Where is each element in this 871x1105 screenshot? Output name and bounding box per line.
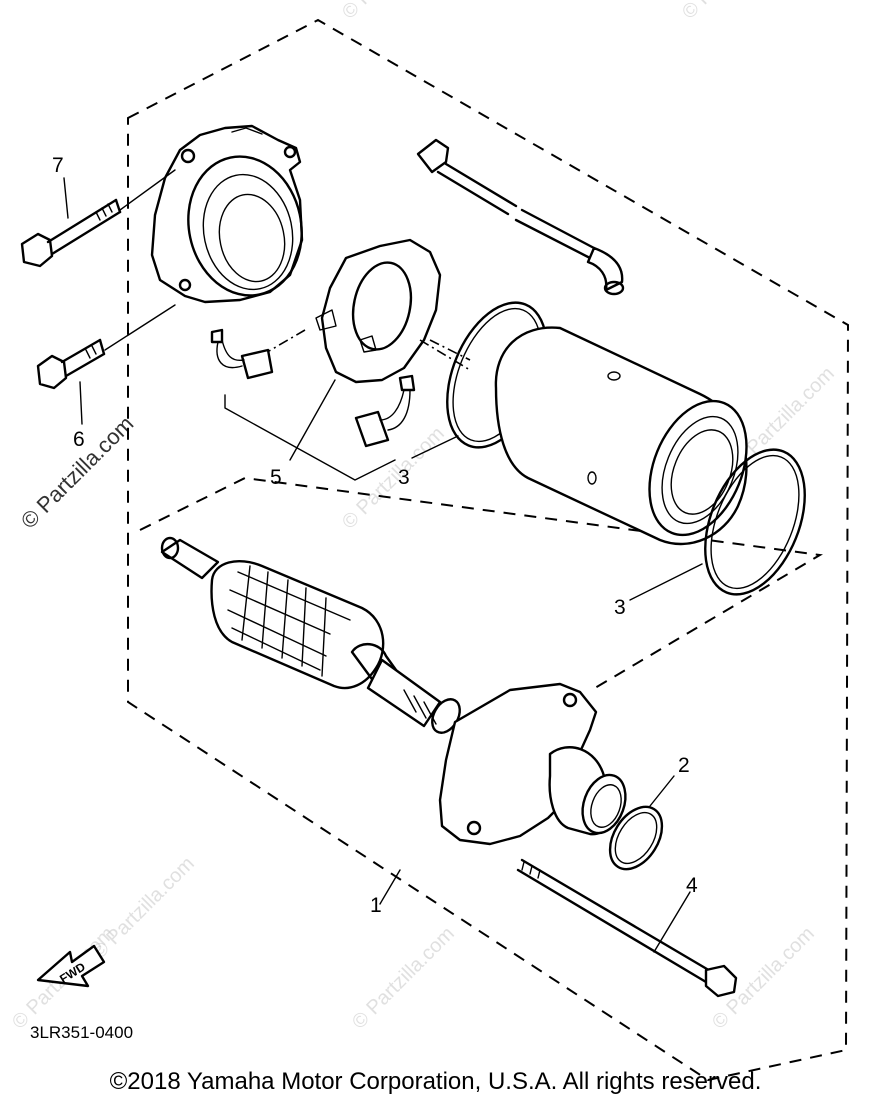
watermark-text: © Partzilla.com bbox=[338, 423, 449, 534]
bolt-long bbox=[20, 198, 122, 268]
brush-lead bbox=[210, 328, 274, 380]
callout-6: 6 bbox=[73, 428, 85, 451]
armature-bracket bbox=[139, 476, 823, 689]
leader-5 bbox=[289, 379, 336, 461]
diagram-code: 3LR351-0400 bbox=[30, 1023, 133, 1042]
leader-7 bbox=[63, 177, 69, 219]
brush-bracket bbox=[224, 394, 396, 481]
watermark-text: © Partzilla.com bbox=[348, 923, 459, 1034]
brush-plate-axis bbox=[244, 329, 306, 366]
o-ring-rear-cover bbox=[608, 805, 664, 871]
rear-cover bbox=[438, 682, 627, 846]
callout-1: 1 bbox=[370, 894, 382, 917]
front-cover bbox=[150, 124, 304, 304]
brush-plate bbox=[315, 238, 442, 384]
oring-axis bbox=[429, 339, 471, 361]
fwd-arrow-icon: FWD bbox=[36, 944, 106, 988]
callout-7: 7 bbox=[52, 154, 64, 177]
brush-holder bbox=[354, 374, 416, 448]
watermark-text: © Partzilla.com bbox=[678, 0, 789, 24]
o-ring-yoke-rear bbox=[704, 448, 806, 596]
through-bolt bbox=[516, 858, 738, 998]
callout-2: 2 bbox=[678, 754, 690, 777]
watermark-text: © Partzilla.com bbox=[338, 0, 449, 24]
leader-1 bbox=[379, 869, 401, 905]
assembly-boundary bbox=[127, 18, 850, 1082]
leader-3b bbox=[629, 563, 703, 601]
brush-plate-axis-2 bbox=[419, 339, 471, 371]
callout-5: 5 bbox=[270, 466, 282, 489]
lead-wire bbox=[416, 138, 625, 296]
copyright-notice: ©2018 Yamaha Motor Corporation, U.S.A. A… bbox=[109, 1068, 762, 1095]
callout-3-front: 3 bbox=[398, 466, 410, 489]
leader-6b bbox=[104, 304, 176, 351]
callout-4: 4 bbox=[686, 874, 698, 897]
leader-4 bbox=[653, 891, 691, 953]
watermark-text: © Partzilla.com bbox=[88, 853, 199, 964]
callout-3-rear: 3 bbox=[614, 596, 626, 619]
leader-3a bbox=[411, 435, 459, 459]
leader-2 bbox=[649, 775, 675, 807]
leader-6 bbox=[79, 381, 83, 425]
armature bbox=[160, 536, 461, 734]
leader-7b bbox=[119, 169, 176, 211]
bolt-short bbox=[36, 338, 106, 390]
